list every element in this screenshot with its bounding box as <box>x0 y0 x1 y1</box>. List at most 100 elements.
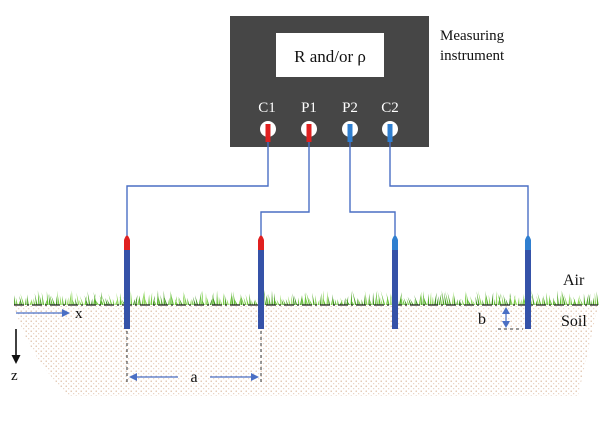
grass-blade <box>20 293 25 305</box>
grass-blade <box>484 294 487 305</box>
grass-blade <box>434 292 437 305</box>
grass-blade <box>115 299 117 305</box>
grass-blade <box>198 291 202 305</box>
grass-blade <box>472 299 476 305</box>
grass-blade <box>224 293 227 305</box>
grass-blade <box>509 293 513 305</box>
grass-blade <box>101 295 106 305</box>
grass-blade <box>570 296 573 305</box>
grass-blade <box>447 292 452 305</box>
grass-blade <box>377 298 379 305</box>
grass-blade <box>577 294 580 305</box>
grass-blade <box>132 298 136 305</box>
grass-blade <box>231 291 234 305</box>
air-label: Air <box>563 272 585 289</box>
grass-blade <box>327 295 331 305</box>
grass-blade <box>306 292 311 305</box>
grass-blade <box>251 299 254 305</box>
grass-blade <box>178 296 183 305</box>
grass-blade <box>91 298 93 305</box>
grass-blade <box>212 292 214 305</box>
terminal-label-p2: P2 <box>342 100 358 116</box>
grass-blade <box>461 298 465 305</box>
grass-blade <box>291 295 293 305</box>
grass-blade <box>458 299 463 305</box>
grass-blade <box>183 292 185 305</box>
grass-blade <box>485 290 489 305</box>
grass-strip <box>14 290 599 305</box>
grass-blade <box>409 298 414 305</box>
soil-label: Soil <box>561 313 587 330</box>
depth-label: b <box>478 311 486 328</box>
grass-blade <box>170 291 174 305</box>
grass-blade <box>403 297 408 305</box>
instrument-display <box>276 33 384 77</box>
grass-blade <box>432 296 434 305</box>
grass-blade <box>427 293 430 305</box>
grass-blade <box>501 294 504 305</box>
grass-blade <box>84 295 89 305</box>
grass-blade <box>372 292 375 305</box>
grass-blade <box>170 290 172 305</box>
grass-blade <box>399 292 402 305</box>
grass-blade <box>326 290 328 305</box>
grass-blade <box>563 293 568 305</box>
grass-blade <box>594 292 597 305</box>
grass-blade <box>444 290 449 305</box>
grass-blade <box>276 299 280 305</box>
grass-blade <box>25 297 27 305</box>
grass-blade <box>238 296 242 305</box>
grass-blade <box>517 297 520 305</box>
grass-blade <box>390 292 392 305</box>
grass-blade <box>422 295 427 305</box>
x-axis-label: x <box>75 306 83 322</box>
grass-blade <box>438 292 442 305</box>
grass-blade <box>323 297 326 305</box>
grass-blade <box>280 294 282 305</box>
grass-blade <box>194 295 199 305</box>
grass-blade <box>64 297 67 305</box>
grass-blade <box>322 290 324 305</box>
grass-blade <box>137 295 141 305</box>
grass-blade <box>317 299 320 305</box>
grass-blade <box>94 299 100 305</box>
grass-blade <box>19 295 23 305</box>
grass-blade <box>513 294 518 305</box>
grass-blade <box>542 297 544 305</box>
grass-blade <box>583 293 586 305</box>
grass-blade <box>79 295 84 305</box>
grass-blade <box>315 295 317 305</box>
grass-blade <box>436 296 439 305</box>
grass-blade <box>312 292 315 305</box>
grass-blade <box>205 292 207 305</box>
electrode-c2 <box>525 235 531 329</box>
grass-blade <box>441 290 445 305</box>
grass-blade <box>352 290 357 305</box>
grass-blade <box>418 291 422 305</box>
grass-blade <box>592 297 595 305</box>
grass-blade <box>41 292 45 305</box>
grass-blade <box>503 294 507 305</box>
grass-blade <box>143 290 146 305</box>
grass-blade <box>475 296 478 305</box>
grass-blade <box>108 293 113 305</box>
grass-blade <box>157 293 161 305</box>
terminal-p1 <box>301 121 317 142</box>
grass-blade <box>218 296 221 305</box>
grass-blade <box>55 295 58 305</box>
grass-blade <box>292 293 295 305</box>
grass-blade <box>297 297 300 305</box>
grass-blade <box>233 297 238 305</box>
grass-blade <box>531 290 535 305</box>
grass-blade <box>380 290 386 305</box>
grass-blade <box>141 292 145 305</box>
terminal-label-c2: C2 <box>381 100 399 116</box>
grass-blade <box>33 298 36 305</box>
grass-blade <box>477 290 482 305</box>
grass-blade <box>476 291 480 305</box>
grass-blade <box>27 294 29 305</box>
grass-blade <box>49 293 53 305</box>
soil-region <box>14 306 598 396</box>
grass-blade <box>201 299 205 305</box>
grass-blade <box>192 299 194 305</box>
